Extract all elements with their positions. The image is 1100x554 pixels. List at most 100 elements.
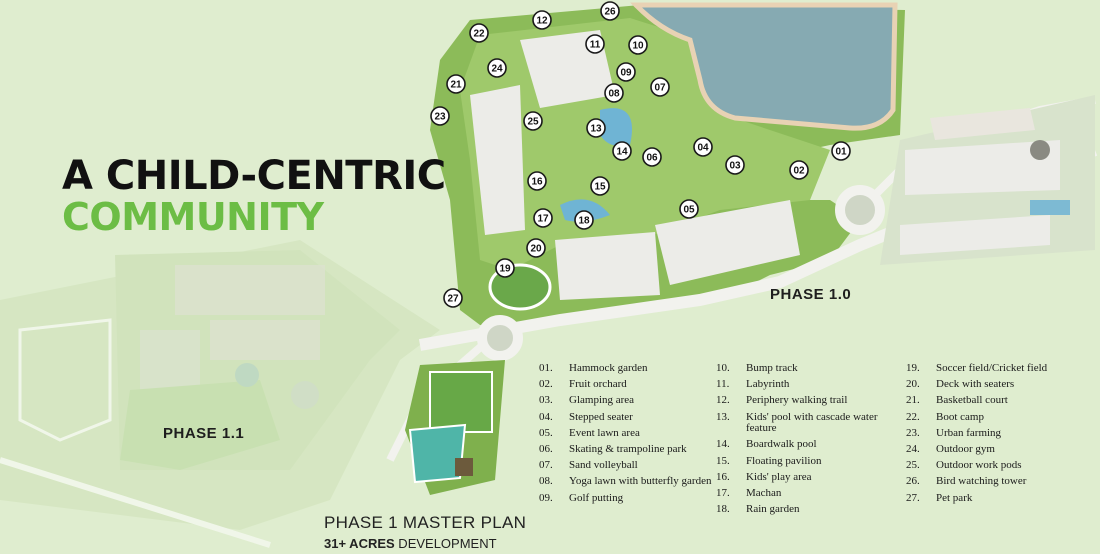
amenity-marker-number: 07	[654, 83, 666, 94]
amenity-marker-circle	[446, 74, 466, 94]
legend-item: 21. Basketball court	[906, 395, 1096, 407]
amenity-marker-number: 26	[604, 7, 616, 18]
south-sports-area	[405, 360, 505, 495]
amenity-marker: 21	[446, 74, 466, 94]
legend-item-label: Boardwalk pool	[746, 438, 817, 451]
amenity-marker-circle	[679, 199, 699, 219]
amenity-marker-number: 18	[578, 216, 590, 227]
plan-title: PHASE 1 MASTER PLAN	[324, 513, 527, 532]
legend-item-number: 26.	[906, 475, 920, 488]
headline: A CHILD-CENTRIC COMMUNITY	[62, 156, 446, 236]
legend-item-label: Boot camp	[936, 410, 984, 423]
legend-item: 06.Skating & trampoline park	[539, 442, 729, 456]
legend-item-number: 04.	[539, 410, 553, 423]
amenity-marker-number: 03	[729, 161, 741, 172]
legend-item-number: 09.	[539, 491, 553, 504]
amenity-marker-circle	[725, 155, 745, 175]
legend-item-number: 21.	[906, 394, 920, 407]
amenity-marker-circle	[430, 106, 450, 126]
legend-item-number: 19.	[906, 362, 920, 374]
amenity-marker: 09	[616, 62, 636, 82]
legend-item: 20. Deck with seaters	[906, 379, 1096, 391]
amenity-marker-number: 12	[536, 16, 548, 27]
amenity-marker-circle	[628, 35, 648, 55]
legend-item: 26. Bird watching tower	[906, 476, 1096, 488]
legend-item-label: Basketball court	[936, 394, 1008, 407]
legend-item: 05. Event lawn area	[539, 426, 729, 440]
amenity-marker: 16	[527, 171, 547, 191]
amenity-marker: 05	[679, 199, 699, 219]
legend-item-number: 03.	[539, 394, 553, 407]
headline-line-1: A CHILD-CENTRIC	[62, 153, 446, 199]
amenity-marker: 13	[586, 118, 606, 138]
amenity-marker-number: 11	[590, 40, 601, 51]
amenity-marker: 20	[526, 238, 546, 258]
amenity-marker-number: 10	[632, 41, 644, 52]
amenity-marker: 22	[469, 23, 489, 43]
amenity-marker: 17	[533, 208, 553, 228]
legend-item-label: Event lawn area	[569, 426, 640, 439]
amenity-marker-circle	[831, 141, 851, 161]
amenity-marker: 15	[590, 176, 610, 196]
legend-item-label: Deck with seaters	[936, 378, 1015, 391]
amenity-marker: 04	[693, 137, 713, 157]
legend-item: 15. Floating pavilion	[716, 454, 906, 468]
legend-item: 11.Labyrinth	[716, 379, 906, 391]
legend-item-number: 05.	[539, 426, 553, 439]
legend-item-label: Floating pavilion	[746, 454, 822, 467]
amenity-marker-circle	[604, 83, 624, 103]
legend-item-label: Hammock garden	[569, 362, 648, 374]
legend-item: 10.Bump track	[716, 362, 906, 375]
amenity-marker-circle	[526, 238, 546, 258]
amenity-marker: 10	[628, 35, 648, 55]
amenity-marker-circle	[600, 1, 620, 21]
phase-1-0-label: PHASE 1.0	[770, 286, 852, 303]
legend-item: 03. Glamping area	[539, 395, 729, 407]
legend-item-number: 20.	[906, 378, 920, 391]
phase-1-1-area	[0, 240, 440, 548]
amenity-marker: 03	[725, 155, 745, 175]
legend-item: 12. Periphery walking trail	[716, 395, 906, 407]
legend-item: 07.Sand volleyball	[539, 460, 729, 472]
legend-item-label: Urban farming	[936, 426, 1002, 439]
amenity-marker: 12	[532, 10, 552, 30]
legend-item-label: Skating & trampoline park	[569, 442, 687, 455]
amenity-marker-number: 24	[491, 64, 503, 75]
amenity-marker-number: 05	[683, 205, 695, 216]
legend-item: 23. Urban farming	[906, 426, 1096, 440]
amenity-marker: 25	[523, 111, 543, 131]
legend-item-label: Rain garden	[746, 503, 800, 516]
amenity-marker-circle	[443, 288, 463, 308]
legend-item-label: Yoga lawn with butterfly garden	[569, 475, 712, 488]
amenity-marker-circle	[527, 171, 547, 191]
legend-item-label: Fruit orchard	[569, 378, 627, 391]
amenity-marker-circle	[616, 62, 636, 82]
legend-item-label: Kids' play area	[746, 470, 812, 483]
legend-item-number: 15.	[716, 454, 730, 467]
legend-item-number: 23.	[906, 426, 920, 439]
amenity-marker: 26	[600, 1, 620, 21]
amenity-marker-circle	[693, 137, 713, 157]
legend-item-label: Sand volleyball	[569, 459, 638, 472]
amenity-marker: 02	[789, 160, 809, 180]
legend-item-number: 24.	[906, 442, 920, 455]
legend-item: 14.Boardwalk pool	[716, 439, 906, 451]
legend-item-label: Soccer field/Cricket field	[936, 362, 1048, 374]
amenity-marker-number: 17	[537, 214, 549, 225]
legend-item-label: Bump track	[746, 362, 798, 374]
amenity-marker-number: 21	[450, 80, 462, 91]
legend-item-label: Periphery walking trail	[746, 394, 848, 407]
legend-item-label: Bird watching tower	[936, 475, 1027, 488]
legend-item-label: Glamping area	[569, 394, 635, 407]
amenity-marker-circle	[585, 34, 605, 54]
legend-item: 24.Outdoor gym	[906, 442, 1096, 456]
legend-item-number: 18.	[716, 503, 730, 516]
legend-item-number: 12.	[716, 394, 730, 407]
amenity-marker-number: 27	[447, 294, 459, 305]
amenity-marker-circle	[487, 58, 507, 78]
amenity-marker: 07	[650, 77, 670, 97]
legend-column-2: 10.Bump track 11.Labyrinth 12. Periphery wa…	[716, 362, 906, 520]
